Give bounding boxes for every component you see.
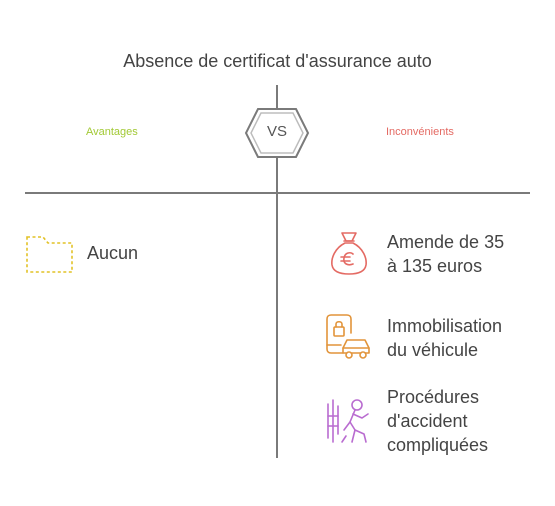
advantage-item-text: Aucun	[87, 243, 139, 263]
disadvantage-item-immobilisation: Immobilisation du véhicule	[387, 314, 502, 362]
vs-badge: VS	[244, 107, 310, 159]
disadvantage-item-fine: Amende de 35 à 135 euros	[387, 230, 504, 278]
vs-arrow-shape	[244, 108, 310, 158]
fine-line-1: Amende de 35	[387, 232, 505, 252]
advantages-label: Avantages	[86, 126, 138, 138]
money-bag-euro-icon	[329, 230, 369, 281]
vs-label: VS	[266, 123, 287, 140]
page-title: Absence de certificat d'assurance auto	[123, 51, 432, 71]
folder-icon	[25, 233, 75, 280]
disadvantages-label: Inconvénients	[386, 126, 454, 138]
accident-person-icon	[324, 396, 374, 451]
immobilisation-line-1: Immobilisation	[387, 316, 503, 336]
disadvantage-item-procedures: Procédures d'accident compliquées	[387, 385, 488, 457]
procedures-line-1: Procédures	[387, 387, 480, 407]
phone-lock-car-icon	[325, 313, 373, 366]
vertical-divider-bottom	[276, 193, 278, 458]
procedures-line-2: d'accident	[387, 411, 468, 431]
fine-line-2: à 135 euros	[387, 256, 483, 276]
procedures-line-3: compliquées	[387, 435, 489, 455]
immobilisation-line-2: du véhicule	[387, 340, 479, 360]
